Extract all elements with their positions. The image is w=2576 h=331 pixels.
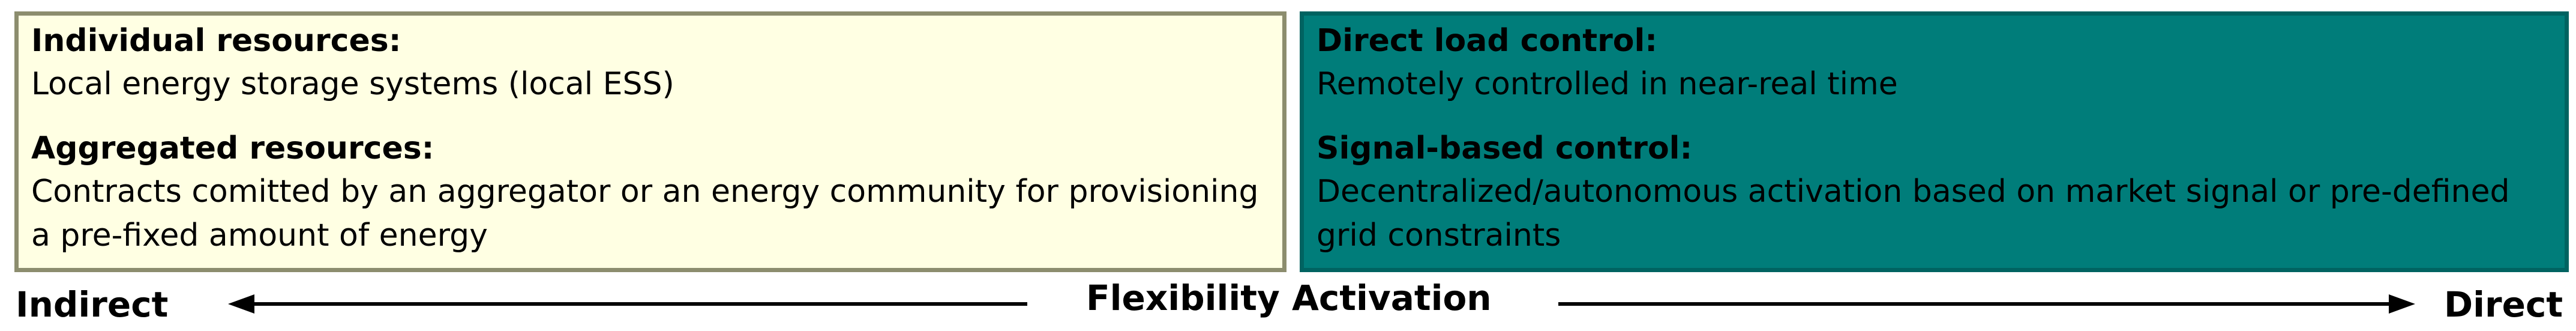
individual-resources-heading: Individual resources: [31,23,401,59]
aggregated-resources-heading: Aggregated resources: [31,130,434,166]
signal-based-control-block: Signal-based control: Decentralized/auto… [1317,127,2556,258]
aggregated-resources-block: Aggregated resources: Contracts comitted… [31,127,1274,258]
signal-based-control-heading: Signal-based control: [1317,130,1693,166]
flexibility-axis-arrows [228,294,2415,314]
left-arrowhead-icon [228,294,254,314]
right-arrowhead-icon [2389,294,2415,314]
flexibility-activation-label: Flexibility Activation [1086,278,1492,318]
individual-resources-block: Individual resources: Local energy stora… [31,19,1274,106]
individual-resources-text: Local energy storage systems (local ESS) [31,66,674,102]
indirect-label: Indirect [16,284,169,325]
direct-label: Direct [2444,284,2563,325]
direct-load-control-block: Direct load control: Remotely controlled… [1317,19,2556,106]
direct-load-control-heading: Direct load control: [1317,23,1658,59]
indirect-resources-box: Individual resources: Local energy stora… [14,11,1286,272]
direct-load-control-text: Remotely controlled in near-real time [1317,66,1898,102]
signal-based-control-text: Decentralized/autonomous activation base… [1317,174,2510,254]
direct-control-box: Direct load control: Remotely controlled… [1300,11,2569,272]
aggregated-resources-text: Contracts comitted by an aggregator or a… [31,174,1259,254]
